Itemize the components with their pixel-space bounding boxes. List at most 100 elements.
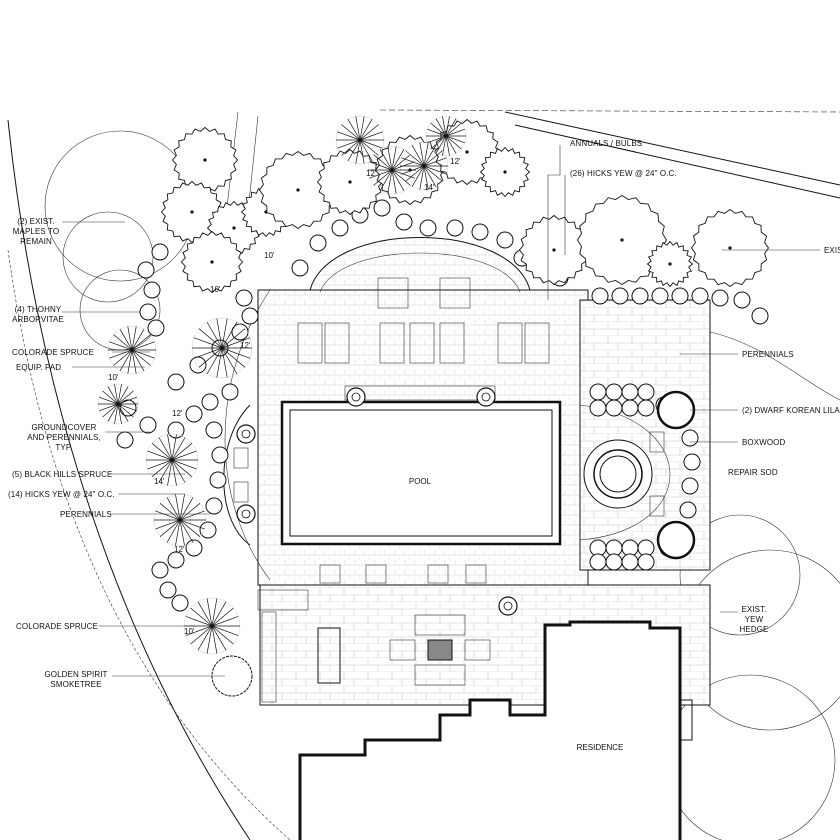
shrub-circle xyxy=(137,261,155,279)
dim-label: 14' xyxy=(424,183,435,192)
shrub-circle xyxy=(151,561,169,579)
dim-label: 12' xyxy=(174,545,185,554)
label-groundcover-3: TYP. xyxy=(55,443,72,452)
shrub-circle xyxy=(189,356,207,374)
spruce-symbol xyxy=(145,433,199,487)
label-yew-hedge-2: YEW xyxy=(745,615,764,624)
residence-label: RESIDENCE xyxy=(577,743,624,752)
dining-area xyxy=(317,614,491,686)
spruce-symbol xyxy=(191,317,253,379)
label-groundcover-2: AND PERENNIALS, xyxy=(27,433,101,442)
label-thuja-2: ARBORVITAE xyxy=(12,315,64,324)
shrub-circle xyxy=(205,497,223,515)
tree-symbol xyxy=(690,208,770,288)
shrub-circle xyxy=(637,399,655,417)
tree-symbol xyxy=(646,240,694,288)
shrub-circle xyxy=(751,307,769,325)
shrub-circle xyxy=(167,551,185,569)
dim-label: 12' xyxy=(172,409,183,418)
shrub-circle xyxy=(711,289,729,307)
pool-label: POOL xyxy=(409,477,432,486)
property-lines xyxy=(7,109,840,840)
spruce-symbol xyxy=(97,383,139,425)
tree-symbol xyxy=(518,214,590,286)
shrub-circle xyxy=(185,405,203,423)
shrub-circle xyxy=(331,219,349,237)
shrub-circle xyxy=(637,383,655,401)
label-lilac: (2) DWARF KOREAN LILAC xyxy=(742,406,840,415)
shrub-circle xyxy=(691,287,709,305)
label-black-hills: (5) BLACK HILLS SPRUCE xyxy=(12,470,112,479)
shrub-circle xyxy=(733,291,751,309)
planter-symbol xyxy=(498,596,518,616)
label-perennials-right: PERENNIALS xyxy=(742,350,794,359)
label-groundcover-1: GROUNDCOVER xyxy=(31,423,96,432)
label-yew-hedge-1: EXIST. xyxy=(741,605,766,614)
shrub-circle xyxy=(139,303,157,321)
shrub-circle xyxy=(241,307,259,325)
spruce-symbol xyxy=(335,115,385,165)
shrub-circle xyxy=(147,319,165,337)
shrub-circle xyxy=(309,234,327,252)
shrub-circle xyxy=(621,399,639,417)
leaders xyxy=(62,145,820,677)
label-hicks-26: (26) HICKS YEW @ 24" O.C. xyxy=(570,169,677,178)
shrub-circle xyxy=(631,287,649,305)
shrub-circle xyxy=(589,383,607,401)
shrub-circle xyxy=(605,383,623,401)
label-exist-maples-2: MAPLES TO xyxy=(13,227,59,236)
label-annuals: ANNUALS / BULBS xyxy=(570,139,642,148)
shrub-circle xyxy=(221,383,239,401)
shrub-circle xyxy=(621,383,639,401)
spruce-symbol xyxy=(367,145,417,195)
label-exist-maples-3: REMAIN xyxy=(20,237,52,246)
residence: RESIDENCE xyxy=(298,620,693,840)
label-smoketree-1: GOLDEN SPIRIT xyxy=(44,670,107,679)
dim-label: 12' xyxy=(450,157,461,166)
planter-symbol xyxy=(476,387,496,407)
dim-label: 12' xyxy=(240,341,251,350)
shrub-circle xyxy=(637,553,655,571)
spruce-symbol xyxy=(425,115,467,157)
dim-label: 10' xyxy=(210,285,221,294)
dim-label: 10' xyxy=(264,251,275,260)
shrub-circle xyxy=(209,471,227,489)
shrub-circle xyxy=(139,416,157,434)
label-hicks-14: (14) HICKS YEW @ 24" O.C. xyxy=(8,490,115,499)
shrub-circle xyxy=(205,421,223,439)
shrub-circle xyxy=(679,501,697,519)
tree-symbol xyxy=(479,146,531,198)
shrub-circle xyxy=(159,581,177,599)
fire-pit xyxy=(583,439,653,509)
shrub-circle xyxy=(621,553,639,571)
shrub-circle xyxy=(605,553,623,571)
lilac-symbol xyxy=(656,520,696,560)
shrub-circle xyxy=(116,431,134,449)
planter-symbol xyxy=(236,504,256,524)
spruce-symbol xyxy=(153,493,207,547)
tree-symbol xyxy=(180,230,244,294)
shrub-circle xyxy=(199,521,217,539)
label-repair-sod: REPAIR SOD xyxy=(728,468,778,477)
label-equip-pad: EQUIP. PAD xyxy=(16,363,61,372)
shrub-circle xyxy=(419,219,437,237)
shrub-circle xyxy=(605,399,623,417)
label-colorade-spruce-2: COLORADE SPRUCE xyxy=(16,622,98,631)
shrub-circle xyxy=(185,539,203,557)
shrub-circle xyxy=(171,594,189,612)
planter-symbol xyxy=(346,387,366,407)
shrub-circle xyxy=(681,477,699,495)
label-perennials-left: PERENNIALS xyxy=(60,510,112,519)
shrub-circle xyxy=(589,399,607,417)
shrub-circle xyxy=(291,259,309,277)
shrub-circle xyxy=(446,219,464,237)
shrub-circle xyxy=(167,373,185,391)
tree-symbol xyxy=(171,126,239,194)
shrub-circle xyxy=(651,287,669,305)
